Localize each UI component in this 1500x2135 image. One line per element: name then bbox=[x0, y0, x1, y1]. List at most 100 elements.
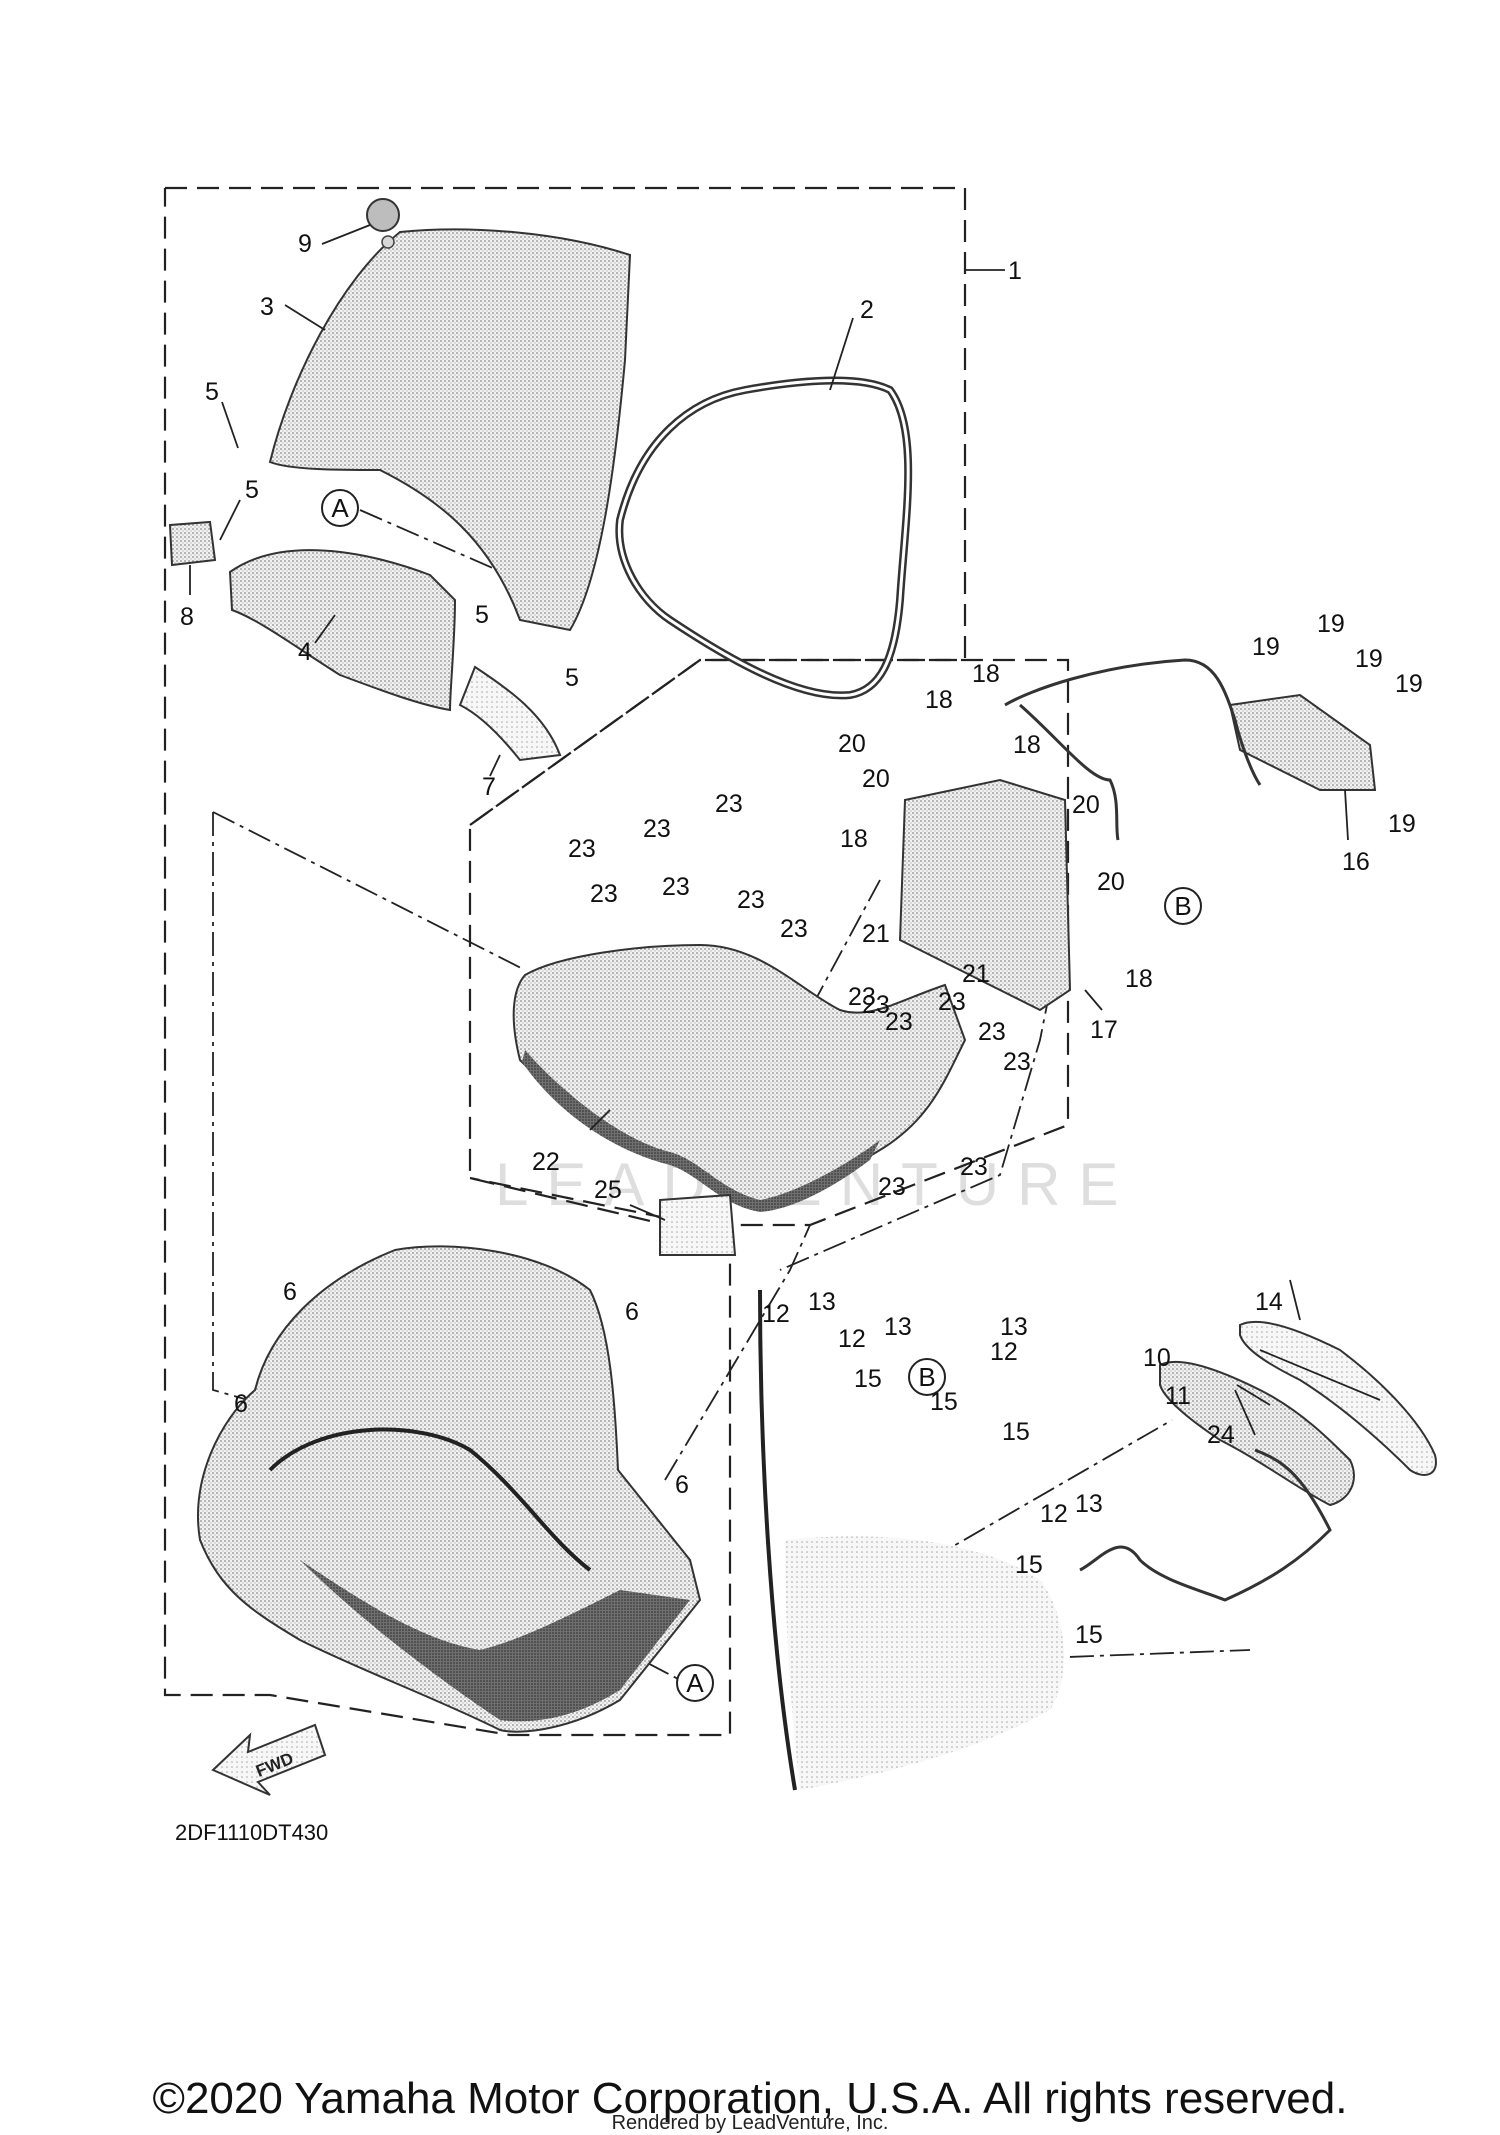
label-19b: 19 bbox=[1317, 610, 1345, 638]
label-23o: 23 bbox=[862, 991, 890, 1019]
label-23g: 23 bbox=[780, 915, 808, 943]
label-18b: 18 bbox=[925, 686, 953, 714]
label-17: 17 bbox=[1090, 1016, 1118, 1044]
label-25: 25 bbox=[594, 1176, 622, 1204]
label-12b: 12 bbox=[838, 1325, 866, 1353]
label-23m: 23 bbox=[960, 1153, 988, 1181]
label-24: 24 bbox=[1207, 1421, 1235, 1449]
lower-panel bbox=[228, 549, 457, 712]
label-20b: 20 bbox=[862, 765, 890, 793]
label-15a: 15 bbox=[930, 1388, 958, 1416]
label-23a: 23 bbox=[568, 835, 596, 863]
group-box-upper bbox=[163, 186, 967, 1737]
callout-a-bottom-label: A bbox=[686, 1668, 704, 1698]
label-1: 1 bbox=[1008, 257, 1022, 285]
label-23d: 23 bbox=[590, 880, 618, 908]
rendered-by-text: Rendered by LeadVenture, Inc. bbox=[611, 2112, 889, 2134]
label-15d: 15 bbox=[1015, 1551, 1043, 1579]
label-21a: 21 bbox=[862, 920, 890, 948]
front-cover bbox=[268, 228, 632, 632]
label-18a: 18 bbox=[972, 660, 1000, 688]
plate-7 bbox=[458, 665, 562, 762]
label-5b: 5 bbox=[245, 476, 259, 504]
bracket-17 bbox=[898, 778, 1072, 1012]
label-18c: 18 bbox=[1013, 731, 1041, 759]
handle-10 bbox=[1159, 1360, 1355, 1507]
label-15c: 15 bbox=[854, 1365, 882, 1393]
label-23n: 23 bbox=[878, 1173, 906, 1201]
callout-b-bottom: B bbox=[908, 1358, 946, 1396]
part-number-labels: 1 2 3 4 5 5 5 5 6 6 6 6 7 8 9 10 11 12 1… bbox=[180, 230, 1423, 1649]
chain-line-17 bbox=[779, 989, 1051, 1271]
callout-a-top-label: A bbox=[331, 493, 349, 523]
callout-b-top: B bbox=[1164, 887, 1202, 925]
hull-shadow bbox=[300, 1560, 690, 1722]
hull-rim bbox=[268, 1427, 592, 1572]
cap bbox=[366, 198, 400, 232]
leader-lines bbox=[189, 224, 1381, 1436]
label-23b: 23 bbox=[643, 815, 671, 843]
cover-14 bbox=[1239, 1320, 1437, 1476]
callout-a-bottom: A bbox=[676, 1664, 714, 1702]
label-16: 16 bbox=[1342, 848, 1370, 876]
detail-body bbox=[785, 1536, 1064, 1790]
label-19e: 19 bbox=[1388, 810, 1416, 838]
label-5a: 5 bbox=[205, 378, 219, 406]
chain-line-link bbox=[212, 811, 526, 971]
label-23k: 23 bbox=[978, 1018, 1006, 1046]
label-2: 2 bbox=[860, 296, 874, 324]
detail-outline bbox=[758, 1289, 797, 1791]
bracket-8 bbox=[168, 520, 217, 567]
hull bbox=[197, 1245, 702, 1733]
label-23j: 23 bbox=[938, 988, 966, 1016]
label-5d: 5 bbox=[565, 664, 579, 692]
copyright-text: ©2020 Yamaha Motor Corporation, U.S.A. A… bbox=[152, 2074, 1348, 2123]
cable bbox=[1004, 658, 1262, 786]
label-13a: 13 bbox=[808, 1288, 836, 1316]
label-18d: 18 bbox=[840, 825, 868, 853]
diagram-code: 2DF1110DT430 bbox=[175, 1820, 328, 1845]
label-12d: 12 bbox=[1040, 1500, 1068, 1528]
label-6d: 6 bbox=[675, 1471, 689, 1499]
label-9: 9 bbox=[298, 230, 312, 258]
label-23l: 23 bbox=[1003, 1048, 1031, 1076]
label-6a: 6 bbox=[283, 1278, 297, 1306]
label-19a: 19 bbox=[1252, 633, 1280, 661]
label-11: 11 bbox=[1165, 1382, 1191, 1410]
label-13c: 13 bbox=[1000, 1313, 1028, 1341]
label-19c: 19 bbox=[1355, 645, 1383, 673]
label-23i: 23 bbox=[885, 1008, 913, 1036]
label-21b: 21 bbox=[962, 960, 990, 988]
label-20c: 20 bbox=[1072, 791, 1100, 819]
cable-b bbox=[1019, 703, 1120, 841]
fwd-arrow: FWD bbox=[211, 1723, 327, 1796]
label-10: 10 bbox=[1143, 1344, 1171, 1372]
seal-inner bbox=[617, 379, 910, 697]
label-18e: 18 bbox=[1125, 965, 1153, 993]
seal bbox=[615, 376, 913, 700]
label-14: 14 bbox=[1255, 1288, 1283, 1316]
label-3: 3 bbox=[260, 293, 274, 321]
callout-b-bottom-label: B bbox=[918, 1362, 935, 1392]
label-12c: 12 bbox=[990, 1338, 1018, 1366]
label-22: 22 bbox=[532, 1148, 560, 1176]
label-23e: 23 bbox=[662, 873, 690, 901]
chain-line-left bbox=[212, 812, 291, 1413]
chain-line-right bbox=[664, 1224, 811, 1481]
storage-tub-shadow bbox=[522, 1050, 880, 1212]
label-8: 8 bbox=[180, 603, 194, 631]
lock-16 bbox=[1228, 693, 1377, 791]
callout-b-top-label: B bbox=[1174, 891, 1191, 921]
callout-a-top: A bbox=[321, 489, 359, 527]
label-23c: 23 bbox=[715, 790, 743, 818]
label-23f: 23 bbox=[737, 886, 765, 914]
label-7: 7 bbox=[482, 773, 496, 801]
label-23h: 23 bbox=[848, 983, 876, 1011]
detail-cable bbox=[1079, 1448, 1332, 1602]
label-5c: 5 bbox=[475, 601, 489, 629]
chain-line-a bbox=[359, 509, 521, 581]
label-13d: 13 bbox=[1075, 1490, 1103, 1518]
label-6c: 6 bbox=[234, 1390, 248, 1418]
label-12a: 12 bbox=[762, 1300, 790, 1328]
